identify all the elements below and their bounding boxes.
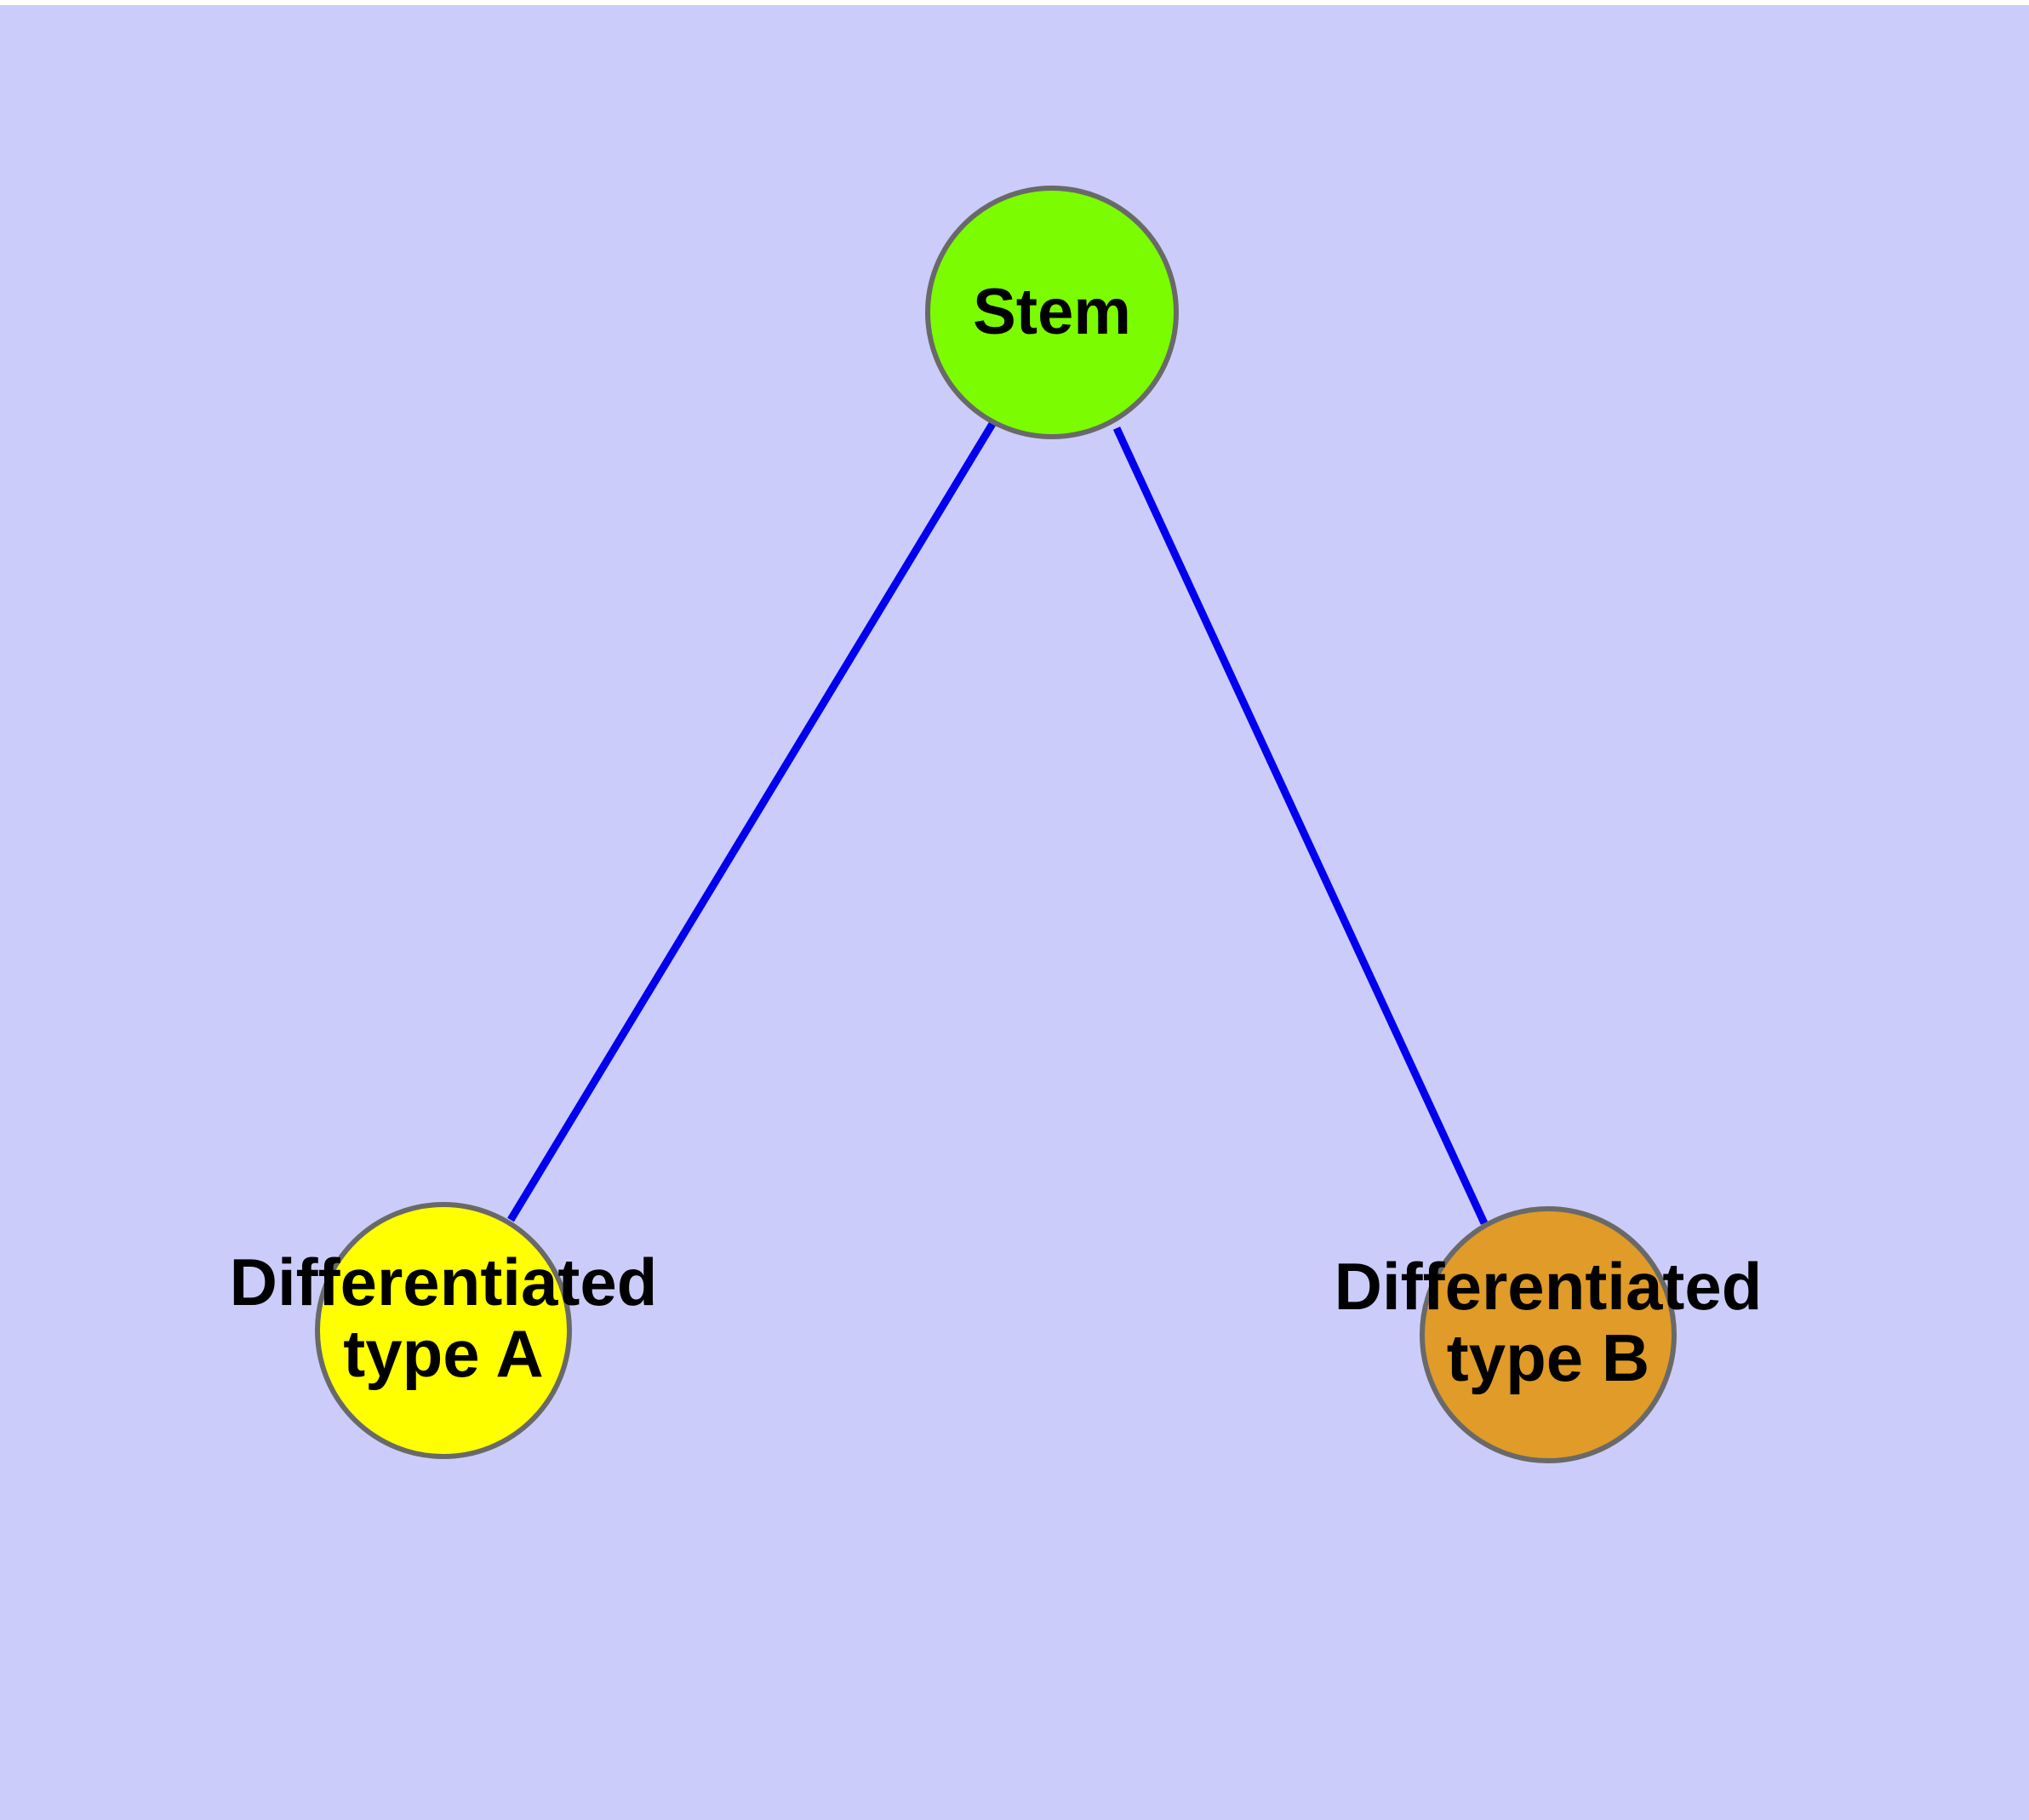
edge-layer [507, 421, 1489, 1225]
node-diff-b-circle[interactable] [1420, 1206, 1677, 1463]
edge-stem-to-diff-a [507, 421, 996, 1222]
node-stem-circle[interactable] [925, 186, 1179, 439]
node-layer [315, 186, 1677, 1463]
node-diff-a-circle[interactable] [315, 1202, 572, 1459]
edge-stem-to-diff-b [1112, 426, 1489, 1225]
